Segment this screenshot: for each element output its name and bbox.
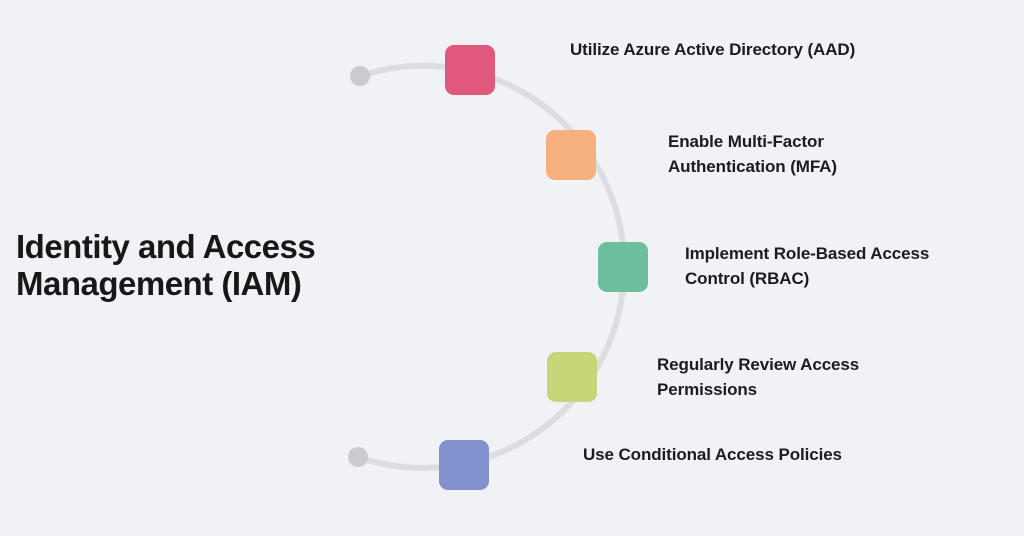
step-marker-implement-rbac (598, 242, 648, 292)
step-marker-review-permissions (547, 352, 597, 402)
page-title: Identity and Access Management (IAM) (16, 228, 316, 302)
step-label-conditional-access: Use Conditional Access Policies (583, 445, 842, 464)
step-label-enable-mfa: Enable Multi-Factor Authentication (MFA) (668, 132, 837, 176)
step-marker-utilize-aad (445, 45, 495, 95)
arc-start-dot (350, 66, 370, 86)
step-label-utilize-aad: Utilize Azure Active Directory (AAD) (570, 40, 856, 59)
step-marker-enable-mfa (546, 130, 596, 180)
step-label-implement-rbac: Implement Role-Based Access Control (RBA… (685, 244, 930, 288)
step-marker-conditional-access (439, 440, 489, 490)
step-label-review-permissions: Regularly Review Access Permissions (657, 355, 860, 399)
arc-end-dot (348, 447, 368, 467)
